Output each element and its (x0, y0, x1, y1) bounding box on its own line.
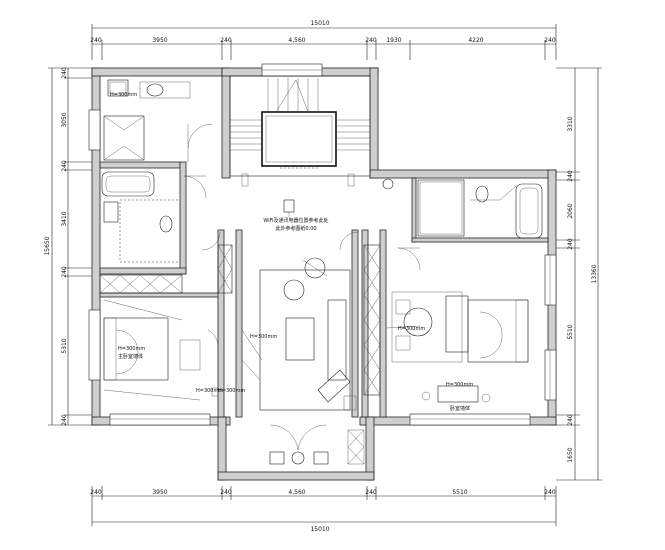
dim-bottom-seg-2: 3950 (152, 489, 167, 496)
dim-bottom-overall: 15010 (310, 526, 329, 533)
dim-top-seg-4: 4,560 (288, 37, 305, 44)
coffee-table-icon (285, 317, 315, 361)
dim-left-seg-6: 5310 (61, 338, 68, 353)
dim-top-seg-3: 240 (220, 37, 232, 44)
dim-right-seg-7: 1650 (567, 447, 574, 462)
dim-right-seg-1: 3310 (567, 116, 574, 131)
sofa-icon (327, 299, 347, 381)
round-table-icon (283, 279, 305, 301)
wardrobes (99, 244, 381, 396)
round-rug-icon (403, 307, 433, 337)
desk-icon (437, 385, 479, 403)
dim-bottom-seg-5: 240 (365, 489, 377, 496)
dim-top-seg-2: 3950 (152, 37, 167, 44)
dim-top-seg-1: 240 (90, 37, 102, 44)
bedroom-left: H=300mm 主卧室墙体 H=300mm (103, 299, 223, 401)
bedroom-left-caption: 主卧室墙体 (118, 353, 143, 360)
toilet-mid-icon (159, 215, 173, 233)
windows (88, 63, 557, 426)
dim-bottom-seg-4: 4,560 (288, 489, 305, 496)
dim-right-seg-2: 240 (567, 170, 574, 182)
dim-right-seg-3: 2060 (567, 203, 574, 218)
dim-top-overall: 15010 (310, 20, 329, 27)
balcony (269, 424, 365, 465)
dim-left-seg-1: 240 (61, 67, 68, 79)
dim-bottom-seg-7: 240 (544, 489, 556, 496)
height-label-bathroom: H=300mm (110, 92, 137, 98)
bathroom-mid-left (101, 171, 207, 263)
balcony-chair-right-icon (313, 451, 329, 465)
dim-right-seg-6: 240 (567, 414, 574, 426)
dimension-top: 15010 240 3950 240 4,560 240 1930 4220 2… (90, 20, 557, 60)
shower-icon (103, 115, 145, 161)
sofa-right-icon (445, 295, 469, 353)
dim-left-seg-2: 3050 (61, 112, 68, 127)
armchair-icon (317, 369, 351, 403)
dim-bottom-seg-3: 240 (220, 489, 232, 496)
dim-left-seg-7: 240 (61, 414, 68, 426)
wifi-note-line2: 此外参考图纸0.00 (275, 225, 316, 232)
wifi-router-icon (283, 199, 295, 213)
sink-icon (146, 83, 164, 97)
dim-left-overall: 15650 (44, 236, 51, 255)
dimension-left: 15650 240 3050 240 3410 240 5310 240 (44, 67, 92, 426)
wifi-note-line1: WiFi及通讯电器位置参考此处 (263, 217, 328, 224)
dim-top-seg-8: 240 (544, 37, 556, 44)
dim-bottom-seg-6: 5510 (452, 489, 467, 496)
dim-right-seg-5: 5510 (567, 324, 574, 339)
toilet-right-icon (475, 185, 489, 203)
bathroom-right (382, 178, 543, 239)
dim-top-seg-7: 4220 (468, 37, 483, 44)
dim-left-seg-4: 3410 (61, 211, 68, 226)
dim-right-overall: 13360 (591, 264, 598, 283)
dimension-bottom: 240 3950 240 4,560 240 5510 240 15010 (90, 486, 557, 533)
study-caption: 卧室墙体 (450, 405, 470, 412)
balcony-table-icon (291, 451, 305, 465)
living-area: WiFi及通讯电器位置参考此处 此外参考图纸0.00 H=300mm H=300… (201, 173, 359, 411)
staircase (229, 75, 371, 177)
bathtub-right-icon (515, 183, 543, 239)
height-label-living: H=300mm (250, 334, 277, 340)
bed-right-icon (467, 299, 529, 363)
dim-right-seg-4: 240 (567, 238, 574, 250)
bedroom-right: H=300mm H=300mm 卧室墙体 (385, 247, 529, 412)
bathtub-icon (101, 171, 155, 197)
height-label-bed-left: H=300mm (118, 346, 145, 352)
balcony-chair-left-icon (269, 451, 285, 465)
interior-walls (99, 161, 549, 418)
dim-left-seg-3: 240 (61, 160, 68, 172)
height-label-mid: H=300mm (196, 388, 223, 394)
dim-left-seg-5: 240 (61, 266, 68, 278)
dim-top-seg-6: 1930 (386, 37, 401, 44)
dim-bottom-seg-1: 240 (90, 489, 102, 496)
dimension-right: 3310 240 2060 240 5510 240 1650 13360 (556, 67, 602, 481)
height-label-lower-right: H=300mm (446, 382, 473, 388)
height-label-hall: H=300mm (218, 388, 245, 394)
toilet-icon (107, 79, 129, 97)
bathroom-top-left: H=300mm (103, 79, 213, 162)
dim-top-seg-5: 240 (365, 37, 377, 44)
height-label-bed-right: H=300mm (398, 326, 425, 332)
